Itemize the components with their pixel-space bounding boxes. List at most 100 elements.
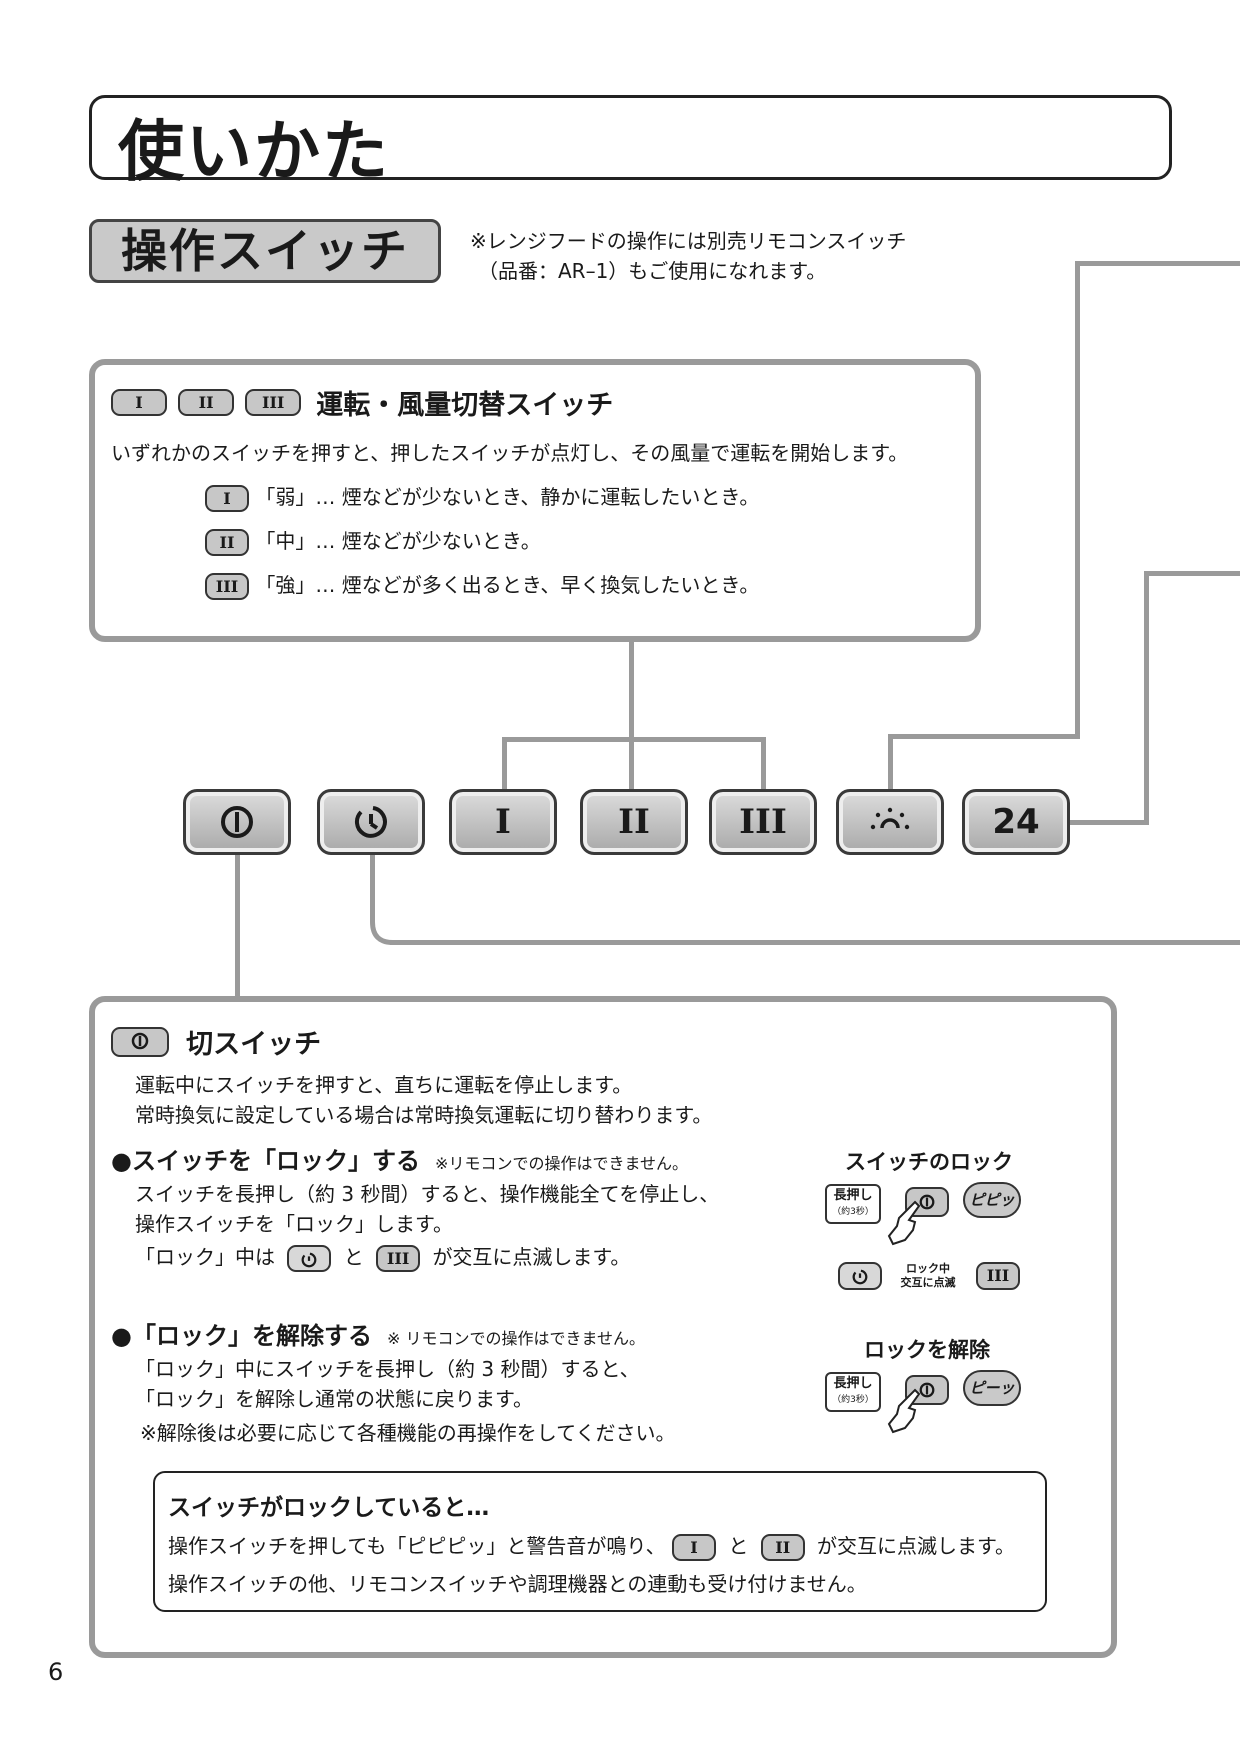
connector-fan-branch bbox=[502, 737, 766, 742]
power-key-icon bbox=[111, 1026, 169, 1057]
remote-note-line1: ※レンジフードの操作には別売リモコンスイッチ bbox=[470, 229, 907, 253]
key-icon-3: III bbox=[376, 1245, 421, 1272]
illus-blink-line1: ロック中 bbox=[906, 1262, 950, 1275]
off-panel-heading: 切スイッチ bbox=[186, 1029, 322, 1060]
lock-heading: ●スイッチを「ロック」する bbox=[111, 1147, 420, 1175]
lock-note: ※リモコンでの操作はできません。 bbox=[435, 1154, 688, 1173]
fan-panel-header: I II III 運転・風量切替スイッチ bbox=[111, 383, 613, 422]
lock-line3: 「ロック」中は と III が交互に点滅します。 bbox=[135, 1241, 630, 1272]
mode-text-weak: 「弱」… 煙などが少ないとき、静かに運転したいとき。 bbox=[255, 485, 760, 509]
locked-box-line2: 操作スイッチの他、リモコンスイッチや調理機器との連動も受け付けません。 bbox=[168, 1572, 867, 1596]
connector-light bbox=[888, 734, 893, 792]
power-button[interactable] bbox=[183, 789, 291, 855]
connector-light-h bbox=[888, 734, 1080, 739]
lock-line3-pre: 「ロック」中は bbox=[135, 1245, 275, 1269]
mode-text-medium: 「中」… 煙などが少ないとき。 bbox=[255, 529, 541, 553]
remote-note-line2: （品番：AR–1）もご使用になれます。 bbox=[478, 259, 827, 283]
illus-lock-blink-timer bbox=[838, 1262, 882, 1290]
connector-fan-1 bbox=[502, 737, 507, 792]
power-icon bbox=[919, 1194, 935, 1209]
locked-line1-post: が交互に点滅します。 bbox=[817, 1534, 1016, 1558]
connector-timer-out bbox=[390, 940, 1240, 945]
illus-lock-press: 長押し bbox=[833, 1188, 873, 1203]
off-switch-panel bbox=[89, 996, 1117, 1658]
lock-line3-and: と bbox=[343, 1245, 364, 1269]
unlock-line1: 「ロック」中にスイッチを長押し（約 3 秒間）すると、 bbox=[135, 1357, 640, 1381]
connector-fan-3 bbox=[761, 737, 766, 792]
off-panel-header: 切スイッチ bbox=[111, 1022, 321, 1061]
locked-info-box bbox=[153, 1471, 1047, 1612]
fan-1-button[interactable]: I bbox=[449, 789, 557, 855]
key-icon-2: II bbox=[205, 529, 249, 556]
mode-row-medium: II 「中」… 煙などが少ないとき。 bbox=[205, 525, 541, 556]
timer-icon bbox=[852, 1269, 868, 1284]
off-desc-line1: 運転中にスイッチを押すと、直ちに運転を停止します。 bbox=[135, 1073, 633, 1097]
illus-lock-title: スイッチのロック bbox=[845, 1150, 1013, 1174]
connector-timer-curve bbox=[370, 900, 398, 945]
fan-panel-heading: 運転・風量切替スイッチ bbox=[316, 390, 614, 421]
finger-icon bbox=[887, 1200, 921, 1246]
timer-key-icon bbox=[287, 1245, 332, 1272]
mode-row-strong: III 「強」… 煙などが多く出るとき、早く換気したいとき。 bbox=[205, 569, 759, 600]
illus-unlock-sound: ピーッ bbox=[963, 1370, 1021, 1406]
key-icon-3: III bbox=[245, 389, 302, 416]
remote-note: ※レンジフードの操作には別売リモコンスイッチ （品番：AR–1）もご使用になれま… bbox=[470, 226, 906, 286]
connector-24h-out bbox=[1144, 571, 1240, 576]
page-number: 6 bbox=[48, 1658, 64, 1686]
unlock-note: ※ リモコンでの操作はできません。 bbox=[387, 1329, 646, 1348]
illus-lock-blink-text: ロック中 交互に点滅 bbox=[895, 1262, 961, 1290]
fan-panel-description: いずれかのスイッチを押すと、押したスイッチが点灯し、その風量で運転を開始します。 bbox=[111, 441, 909, 465]
timer-button[interactable] bbox=[317, 789, 425, 855]
locked-line1-pre: 操作スイッチを押しても「ピピピッ」と警告音が鳴り、 bbox=[168, 1534, 666, 1558]
fan-3-button[interactable]: III bbox=[709, 789, 817, 855]
illus-blink-line2: 交互に点滅 bbox=[900, 1276, 956, 1289]
mode-text-strong: 「強」… 煙などが多く出るとき、早く換気したいとき。 bbox=[255, 573, 760, 597]
illus-lock-press-sub: （約3秒） bbox=[832, 1207, 874, 1217]
mode-row-weak: I 「弱」… 煙などが少ないとき、静かに運転したいとき。 bbox=[205, 481, 759, 512]
key-icon-3: III bbox=[205, 573, 249, 600]
illus-lock-sound: ピピッ bbox=[963, 1182, 1021, 1218]
lock-section: ●スイッチを「ロック」する ※リモコンでの操作はできません。 bbox=[111, 1141, 688, 1176]
key-icon-1: I bbox=[111, 389, 167, 416]
connector-light-out bbox=[1075, 261, 1240, 266]
power-icon bbox=[221, 806, 253, 838]
power-icon bbox=[131, 1032, 149, 1050]
connector-timer bbox=[370, 852, 375, 907]
title-frame bbox=[89, 95, 1172, 180]
illus-unlock-press-tag: 長押し （約3秒） bbox=[825, 1372, 881, 1412]
off-desc-line2: 常時換気に設定している場合は常時換気運転に切り替わります。 bbox=[135, 1103, 713, 1127]
unlock-section: ●「ロック」を解除する ※ リモコンでの操作はできません。 bbox=[111, 1316, 645, 1351]
timer-icon bbox=[301, 1252, 317, 1267]
connector-24h-v bbox=[1144, 571, 1149, 825]
timer-icon bbox=[354, 806, 387, 838]
finger-icon bbox=[887, 1388, 921, 1434]
connector-24h bbox=[1067, 820, 1149, 825]
illus-unlock-title: ロックを解除 bbox=[864, 1338, 990, 1362]
lock-line3-post: が交互に点滅します。 bbox=[432, 1245, 631, 1269]
page-title: 使いかた bbox=[118, 113, 390, 190]
key-icon-2: II bbox=[760, 1534, 805, 1561]
fan-2-button[interactable]: II bbox=[580, 789, 688, 855]
illus-lock-blink-key: III bbox=[976, 1262, 1020, 1290]
power-icon bbox=[919, 1382, 935, 1397]
light-button[interactable] bbox=[836, 789, 944, 855]
unlock-line2: 「ロック」を解除し通常の状態に戻ります。 bbox=[135, 1387, 533, 1411]
connector-fan-panel bbox=[629, 639, 634, 795]
light-icon bbox=[870, 807, 910, 830]
key-icon-1: I bbox=[671, 1534, 716, 1561]
locked-box-heading: スイッチがロックしていると… bbox=[168, 1495, 490, 1521]
illus-unlock-press-sub: （約3秒） bbox=[832, 1395, 874, 1405]
connector-light-v bbox=[1075, 261, 1080, 739]
unlock-line3: ※解除後は必要に応じて各種機能の再操作をしてください。 bbox=[140, 1421, 676, 1445]
lock-line1: スイッチを長押し（約 3 秒間）すると、操作機能全てを停止し、 bbox=[135, 1182, 720, 1206]
section-title: 操作スイッチ bbox=[89, 219, 441, 283]
lock-line2: 操作スイッチを「ロック」します。 bbox=[135, 1212, 453, 1236]
key-icon-1: I bbox=[205, 485, 249, 512]
unlock-heading: ●「ロック」を解除する bbox=[111, 1322, 372, 1350]
illus-unlock-press: 長押し bbox=[833, 1376, 873, 1391]
ventilation-24h-button[interactable]: 24 bbox=[962, 789, 1070, 855]
illus-lock-press-tag: 長押し （約3秒） bbox=[825, 1184, 881, 1224]
key-icon-2: II bbox=[178, 389, 235, 416]
locked-box-line1: 操作スイッチを押しても「ピピピッ」と警告音が鳴り、 I と II が交互に点滅し… bbox=[168, 1530, 1015, 1561]
connector-power bbox=[235, 852, 240, 1000]
